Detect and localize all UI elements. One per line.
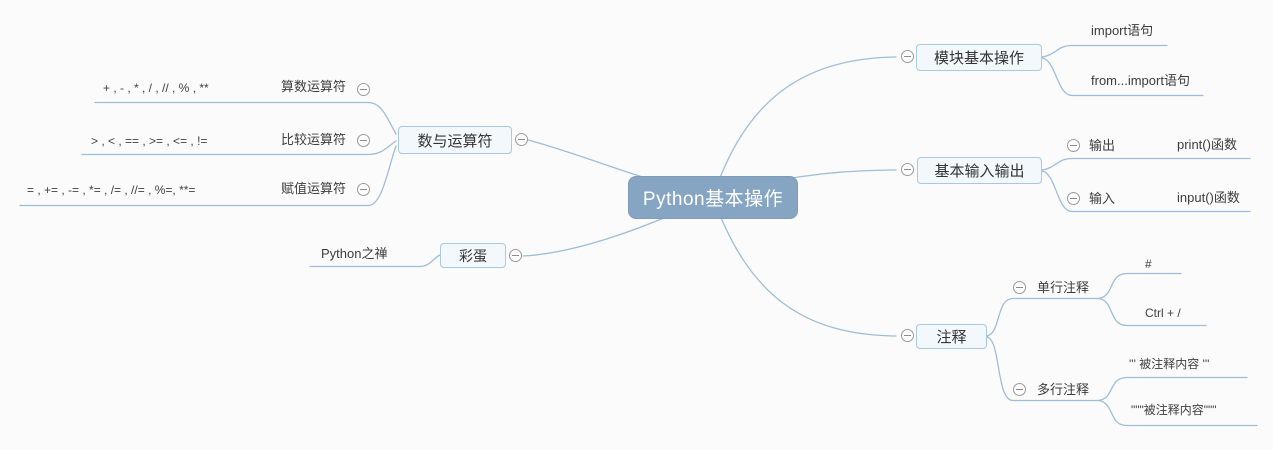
edge-arithmetic <box>94 101 397 135</box>
topic-number-operators[interactable]: 数与运算符 <box>398 126 512 154</box>
edge-single-comment <box>986 297 1099 337</box>
minus-circle-icon-basic-io[interactable] <box>901 163 914 176</box>
leaf-input-function[interactable]: input()函数 <box>1177 190 1240 205</box>
minus-circle-icon-comparison[interactable] <box>357 134 370 147</box>
leaf-from-import-statement[interactable]: from...import语句 <box>1091 73 1190 88</box>
minus-circle-icon-single-line-comment[interactable] <box>1013 281 1026 294</box>
edge-multi-comment <box>986 336 1099 402</box>
minus-circle-icon-number-operators[interactable] <box>515 133 528 146</box>
edge-hash <box>1097 272 1182 300</box>
leaf-assignment-operators[interactable]: 赋值运算符 <box>281 181 347 196</box>
topic-comments[interactable]: 注释 <box>916 324 987 349</box>
edge-triple-double <box>1097 399 1258 427</box>
topic-basic-io[interactable]: 基本输入输出 <box>917 157 1042 184</box>
leaf-zen-of-python[interactable]: Python之禅 <box>321 246 388 261</box>
minus-circle-icon-comments[interactable] <box>901 329 914 342</box>
minus-circle-icon-assignment[interactable] <box>357 183 370 196</box>
edge-root-comments <box>712 196 897 337</box>
leaf-comparison-operators[interactable]: 比较运算符 <box>281 132 347 147</box>
edge-triple-single <box>1097 376 1248 402</box>
leaf-ctrl-slash-shortcut[interactable]: Ctrl + / <box>1145 306 1181 320</box>
leaf-output[interactable]: 输出 <box>1089 138 1116 153</box>
root-topic[interactable]: Python基本操作 <box>628 176 798 219</box>
edge-zen <box>309 254 441 268</box>
edge-output <box>1041 157 1251 171</box>
edge-input <box>1041 170 1251 213</box>
leaf-single-line-comment[interactable]: 单行注释 <box>1037 280 1090 295</box>
edge-ctrl-slash <box>1097 297 1207 327</box>
minus-circle-icon-module-operations[interactable] <box>901 50 914 63</box>
leaf-multi-line-comment[interactable]: 多行注释 <box>1037 382 1090 397</box>
leaf-triple-double-quotes[interactable]: """被注释内容""" <box>1131 403 1217 417</box>
edge-root-modules <box>712 56 897 198</box>
topic-module-operations[interactable]: 模块基本操作 <box>916 44 1042 71</box>
leaf-import-statement[interactable]: import语句 <box>1091 23 1154 38</box>
minus-circle-icon-multi-line-comment[interactable] <box>1013 383 1026 396</box>
leaf-triple-single-quotes[interactable]: ''' 被注释内容 ''' <box>1129 357 1210 371</box>
edge-import <box>1041 44 1168 58</box>
minus-circle-icon-input[interactable] <box>1067 192 1080 205</box>
leaf-comparison-operators-value[interactable]: > , < , == , >= , <= , != <box>91 134 208 148</box>
leaf-arithmetic-operators[interactable]: 算数运算符 <box>281 79 347 94</box>
leaf-print-function[interactable]: print()函数 <box>1177 137 1237 152</box>
minus-circle-icon-easter-egg[interactable] <box>509 249 522 262</box>
leaf-assignment-operators-value[interactable]: = , += , -= , *= , /= , //= , %=, **= <box>27 183 196 197</box>
edge-assignment <box>19 145 397 207</box>
edge-comparison <box>81 140 397 156</box>
leaf-arithmetic-operators-value[interactable]: + , - , * , / , // , % , ** <box>103 81 209 95</box>
leaf-input[interactable]: 输入 <box>1089 191 1116 206</box>
edge-from-import <box>1041 57 1204 97</box>
topic-easter-egg[interactable]: 彩蛋 <box>440 243 506 268</box>
minus-circle-icon-output[interactable] <box>1067 139 1080 152</box>
leaf-hash-symbol[interactable]: # <box>1145 257 1152 271</box>
minus-circle-icon-arithmetic[interactable] <box>357 83 370 96</box>
